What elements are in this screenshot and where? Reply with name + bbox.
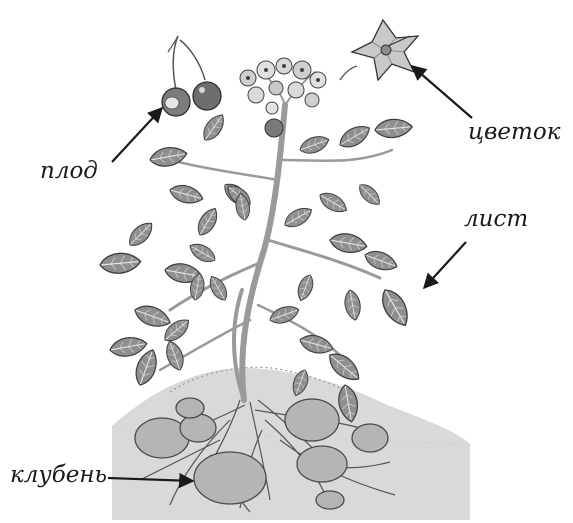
label-leaf: лист (464, 208, 528, 231)
tuber (285, 399, 339, 441)
tuber (352, 424, 388, 452)
flower-detail (340, 20, 418, 80)
tuber (176, 398, 204, 418)
tuber (180, 414, 216, 442)
arrow-leaf (424, 242, 466, 288)
label-tuber: клубень (10, 464, 107, 487)
berry-on-plant (265, 119, 283, 137)
tuber (194, 452, 266, 504)
arrow-flower (412, 66, 472, 118)
label-fruit: плод (40, 160, 98, 183)
fruit-detail (162, 36, 221, 116)
tuber (316, 491, 344, 509)
label-flower: цветок (468, 121, 560, 144)
tuber (297, 446, 347, 482)
